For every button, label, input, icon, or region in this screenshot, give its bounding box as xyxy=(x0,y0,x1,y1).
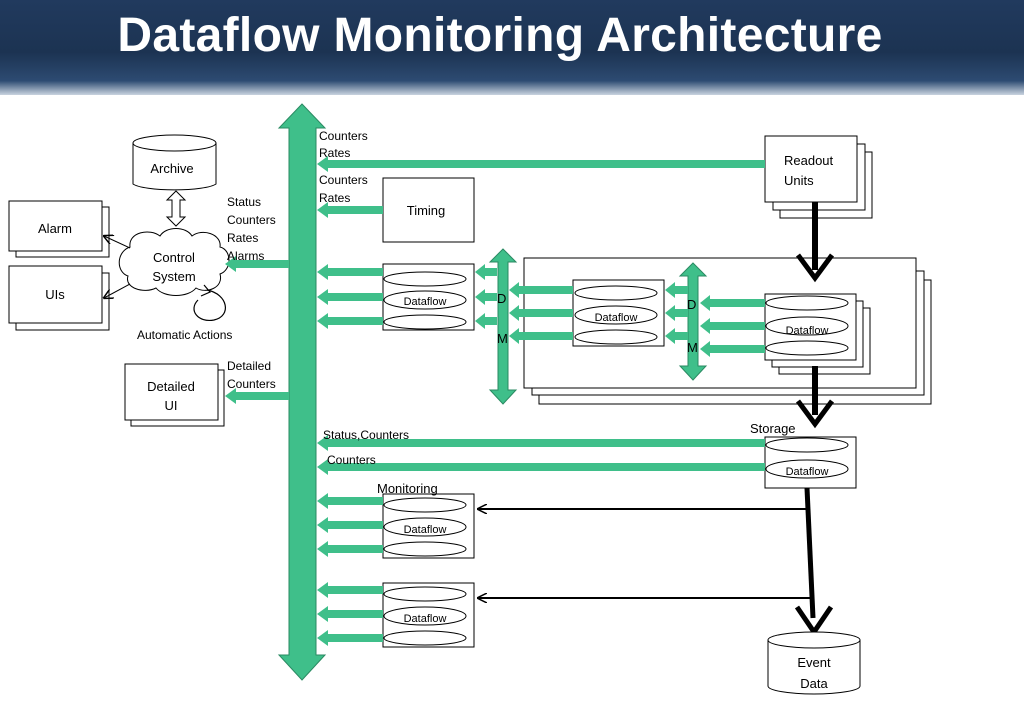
svg-text:Dataflow: Dataflow xyxy=(404,613,447,625)
automatic-actions-label: Automatic Actions xyxy=(137,328,232,342)
readout-units-node: Readout Units xyxy=(764,135,873,219)
svg-text:Readout: Readout xyxy=(784,153,834,168)
svg-text:Timing: Timing xyxy=(407,203,446,218)
storage-status-arrow xyxy=(317,435,765,451)
svg-text:Counters: Counters xyxy=(319,173,368,187)
monitoring-node-1: Dataflow xyxy=(382,493,475,559)
alarm-node: Alarm xyxy=(8,200,110,258)
svg-text:System: System xyxy=(152,269,195,284)
c-to-dcm2-arrow-2 xyxy=(700,318,765,334)
dataflow-node-a: Dataflow xyxy=(382,263,475,331)
dcm1-to-a-arrow-1 xyxy=(475,264,497,280)
storage-to-event-data-arrow xyxy=(804,487,816,619)
uis-node: UIs xyxy=(8,265,110,331)
monitoring-node-2: Dataflow xyxy=(382,582,475,648)
svg-text:Detailed: Detailed xyxy=(227,359,271,373)
svg-text:Rates: Rates xyxy=(319,191,350,205)
svg-text:Dataflow: Dataflow xyxy=(595,312,638,324)
dataflow-a-arrow-3 xyxy=(317,313,383,329)
title-bar: Dataflow Monitoring Architecture xyxy=(0,0,1024,95)
c-to-dcm2-arrow-1 xyxy=(700,295,765,311)
dataflow-a-arrow-2 xyxy=(317,289,383,305)
b-to-dcm1-arrow-1 xyxy=(509,282,573,298)
timing-node: Timing xyxy=(382,177,475,243)
svg-text:Rates: Rates xyxy=(319,146,350,160)
dcm1-to-a-arrow-2 xyxy=(475,289,497,305)
storage-label: Storage xyxy=(750,421,796,436)
monitoring-label: Monitoring xyxy=(377,481,438,496)
svg-text:M: M xyxy=(687,340,698,355)
slide-title: Dataflow Monitoring Architecture xyxy=(117,9,883,62)
svg-text:Event: Event xyxy=(797,655,831,670)
control-system-node: Control System xyxy=(118,228,230,322)
svg-text:Dataflow: Dataflow xyxy=(786,466,829,478)
b-to-dcm1-arrow-3 xyxy=(509,328,573,344)
dcm2-to-b-arrow-1 xyxy=(665,282,688,298)
svg-text:Detailed: Detailed xyxy=(147,379,195,394)
storage-node: Dataflow xyxy=(764,436,857,489)
svg-text:Dataflow: Dataflow xyxy=(404,296,447,308)
monitoring-2-arrow-2 xyxy=(317,606,383,622)
dcm-bus-1 xyxy=(488,248,518,405)
svg-text:Alarms: Alarms xyxy=(227,249,264,263)
control-to-alarm-arrow xyxy=(104,236,131,249)
monitoring-1-arrow-2 xyxy=(317,517,383,533)
svg-text:Counters: Counters xyxy=(227,213,276,227)
monitoring-bus xyxy=(277,103,327,681)
readout-to-bus-arrow xyxy=(317,156,765,172)
dcm-bus-2 xyxy=(678,262,708,381)
svg-text:UIs: UIs xyxy=(45,287,65,302)
event-data-node: Event Data xyxy=(767,631,861,695)
bus-to-control-arrow xyxy=(225,256,289,272)
detailed-ui-node: Detailed UI xyxy=(124,363,225,427)
svg-text:D: D xyxy=(687,297,696,312)
svg-text:UI: UI xyxy=(165,398,178,413)
c-to-dcm2-arrow-3 xyxy=(700,341,765,357)
svg-text:Counters: Counters xyxy=(227,377,276,391)
monitoring-1-arrow-1 xyxy=(317,493,383,509)
archive-control-link xyxy=(165,190,187,227)
archive-label: Archive xyxy=(150,161,193,176)
svg-text:Dataflow: Dataflow xyxy=(404,524,447,536)
monitoring-2-arrow-3 xyxy=(317,630,383,646)
control-to-uis-arrow xyxy=(104,283,131,298)
monitoring-2-arrow-1 xyxy=(317,582,383,598)
svg-text:Counters: Counters xyxy=(327,453,376,467)
monitoring-1-arrow-3 xyxy=(317,541,383,557)
dcm1-to-a-arrow-3 xyxy=(475,313,497,329)
svg-text:Rates: Rates xyxy=(227,231,258,245)
dataflow-a-arrow-1 xyxy=(317,264,383,280)
svg-text:Dataflow: Dataflow xyxy=(786,325,829,337)
dcm2-to-b-arrow-2 xyxy=(665,305,688,321)
dcm2-to-b-arrow-3 xyxy=(665,328,688,344)
timing-to-bus-arrow xyxy=(317,202,383,218)
svg-text:Counters: Counters xyxy=(319,129,368,143)
storage-counters-arrow xyxy=(317,459,765,475)
dataflow-node-b: Dataflow xyxy=(572,279,665,347)
svg-text:Units: Units xyxy=(784,173,814,188)
svg-text:Status: Status xyxy=(227,195,261,209)
svg-text:Status,Counters: Status,Counters xyxy=(323,428,409,442)
b-to-dcm1-arrow-2 xyxy=(509,305,573,321)
dataflow-node-c: Dataflow xyxy=(764,293,871,375)
svg-text:M: M xyxy=(497,331,508,346)
svg-text:Data: Data xyxy=(800,676,828,691)
svg-text:Control: Control xyxy=(153,250,195,265)
svg-text:Alarm: Alarm xyxy=(38,221,72,236)
svg-text:D: D xyxy=(497,291,506,306)
bus-to-detailed-ui-arrow xyxy=(225,388,289,404)
archive-node: Archive xyxy=(132,134,217,191)
